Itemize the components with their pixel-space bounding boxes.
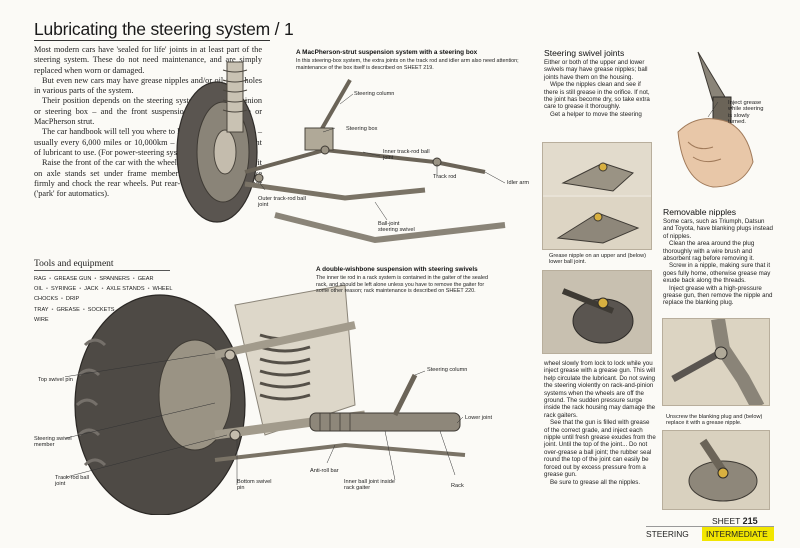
sheet-label: SHEET (712, 516, 741, 526)
swivel-joints-title: Steering swivel joints (544, 48, 625, 58)
tool-separator: • (46, 286, 48, 293)
intro-paragraph: Most modern cars have 'sealed for life' … (34, 45, 262, 75)
macpherson-illustration (176, 61, 506, 244)
tool-item: AXLE STANDS (106, 286, 145, 293)
swivel-joints-text: Either or both of the upper and lower sw… (544, 59, 656, 118)
label-inner-track-rod: Inner track-rod ball joint (383, 149, 430, 162)
nipple-replaced-photo (662, 430, 770, 510)
inject-grease-caption: Inject grease while steering is slowly t… (728, 100, 764, 126)
level-badge: INTERMEDIATE (702, 527, 774, 541)
continued-text: wheel slowly from lock to lock while you… (544, 360, 656, 486)
label-steering-swivel-member: Steering swivel member (34, 436, 72, 449)
label-steering-column: Steering column (354, 91, 395, 97)
ball-joint-photo (542, 270, 652, 354)
wishbone-caption: The inner tie rod in a rack system is co… (316, 275, 488, 295)
intro-paragraph: The car handbook will tell you where to … (34, 127, 262, 157)
label-bottom-swivel-pin: Bottom swivel pin (237, 479, 272, 492)
wishbone-illustration (65, 285, 466, 515)
tool-item: SYRINGE (51, 286, 77, 293)
continued-paragraph: Be sure to grease all the nipples. (550, 478, 641, 486)
blanking-plug-photo-art (663, 319, 769, 405)
tool-separator: • (49, 276, 52, 282)
grease-nipple-caption: Grease nipple on an upper and (below) lo… (549, 253, 647, 266)
tool-item: SOCKETS (87, 306, 115, 313)
label-ball-joint-swivel: Ball-joint steering swivel (378, 221, 415, 234)
grease-gun-hand-illustration (677, 51, 754, 188)
macpherson-caption: In this steering-box system, the extra j… (296, 58, 519, 71)
tool-separator: • (82, 306, 85, 313)
tool-item: WHEEL CHOCKS (34, 286, 173, 303)
removable-paragraph: Some cars, such as Triumph, Datsun and T… (663, 218, 773, 240)
wishbone-title: A double-wishbone suspension with steeri… (316, 266, 478, 273)
label-steering-box: Steering box (346, 126, 378, 132)
category-label: STEERING (646, 529, 689, 539)
tool-separator: • (132, 276, 135, 282)
intro-paragraph: Their position depends on the steering s… (34, 96, 262, 127)
intro-paragraph: But even new cars may have grease nipple… (34, 75, 262, 96)
tool-separator: • (60, 296, 63, 303)
swivel-paragraph: Wipe the nipples clean and see if there … (544, 81, 650, 111)
tool-separator: • (79, 286, 82, 293)
tool-item: DRIP TRAY (34, 296, 80, 313)
swivel-paragraph: Either or both of the upper and lower sw… (544, 59, 648, 81)
tool-separator: • (101, 286, 104, 293)
blanking-plug-photo (662, 318, 770, 406)
label-outer-track-rod: Outer track-rod ball joint (258, 196, 306, 209)
tools-rule (34, 270, 170, 271)
grease-nipple-photo (542, 142, 652, 250)
label-anti-roll-bar: Anti-roll bar (310, 468, 339, 474)
label-idler-arm: Idler arm (507, 180, 530, 186)
tool-item: RAG (34, 276, 47, 282)
continued-paragraph: See that the gun is filled with grease o… (544, 419, 656, 479)
label-top-swivel-pin: Top swivel pin (38, 377, 73, 383)
tools-title: Tools and equipment (34, 259, 114, 269)
blanking-plug-caption: Unscrew the blanking plug and (below) re… (666, 414, 763, 427)
tool-item: JACK (84, 286, 99, 293)
label-track-rod: Track rod (433, 174, 457, 180)
footer-rule (646, 526, 774, 527)
grease-nipple-photo-art (543, 143, 651, 249)
label-wishbone-steering-column: Steering column (427, 367, 468, 373)
ball-joint-photo-art (543, 271, 651, 353)
swivel-paragraph: Get a helper to move the steering (550, 110, 642, 118)
label-track-rod-ball-joint: Track-rod ball joint (55, 475, 89, 488)
sheet-number-value: 215 (742, 516, 758, 526)
tool-separator: • (94, 276, 97, 282)
nipple-replaced-photo-art (663, 431, 769, 509)
label-rack: Rack (451, 483, 464, 489)
tool-item: GREASE GUN (54, 276, 92, 282)
tool-separator: • (147, 286, 150, 293)
removable-paragraph: Screw in a nipple, making sure that it g… (663, 262, 771, 285)
macpherson-title: A MacPherson-strut suspension system wit… (296, 49, 478, 56)
continued-paragraph: wheel slowly from lock to lock while you… (544, 360, 656, 419)
label-inner-ball-joint: Inner ball joint inside rack gaiter (344, 479, 395, 492)
tool-item: GREASE (56, 306, 80, 313)
intro-text: Most modern cars have 'sealed for life' … (34, 45, 262, 199)
tool-separator: • (51, 306, 54, 313)
sheet-number: SHEET 215 (712, 516, 758, 526)
page-title: Lubricating the steering system / 1 (34, 19, 294, 39)
removable-nipples-text: Some cars, such as Triumph, Datsun and T… (663, 218, 773, 307)
tool-item: GEAR OIL (34, 276, 154, 293)
removable-paragraph: Inject grease with a high-pressure greas… (663, 284, 773, 307)
label-lower-joint: Lower joint (465, 415, 493, 421)
removable-paragraph: Clean the area around the plug thoroughl… (663, 240, 755, 263)
title-rule (34, 40, 270, 41)
intro-paragraph: Raise the front of the car with the whee… (34, 158, 262, 199)
tool-item: SPANNERS (99, 276, 130, 282)
removable-nipples-title: Removable nipples (663, 207, 737, 217)
